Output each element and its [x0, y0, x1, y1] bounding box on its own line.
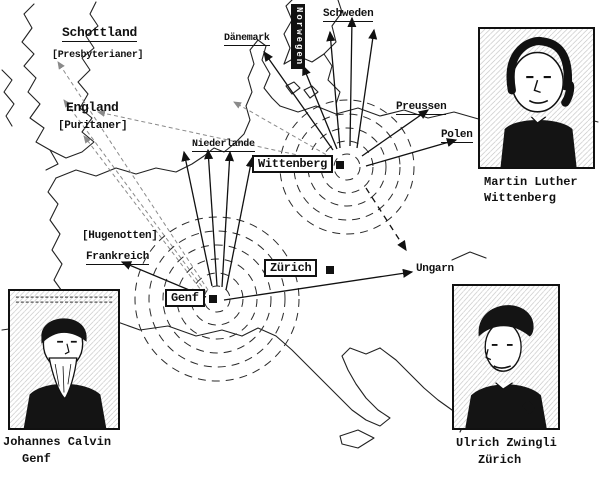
region-label-england: England [66, 100, 119, 115]
region-label-daenemark: Dänemark [224, 33, 270, 46]
region-label-hugenotten: [Hugenotten] [82, 230, 158, 242]
calvin-portrait-image [10, 291, 118, 428]
region-label-preussen: Preussen [396, 101, 447, 116]
zwingli-portrait-image [454, 286, 558, 428]
center-label-wittenberg: Wittenberg [252, 155, 334, 174]
region-label-norwegen: Norwegen [291, 4, 305, 70]
europe-coastline [1, 0, 599, 449]
region-label-frankreich: Frankreich [86, 251, 149, 266]
region-label-puritaner: [Puritaner] [58, 120, 128, 132]
luther-caption-place: Wittenberg [484, 191, 557, 205]
luther-portrait-image [480, 29, 593, 167]
genf-arrows [57, 61, 414, 301]
zwingli-caption-place: Zürich [478, 453, 522, 467]
wittenberg-city-marker [336, 161, 344, 169]
calvin-portrait-frame [8, 289, 120, 430]
wittenberg-arrows [97, 16, 458, 252]
region-label-niederlande: Niederlande [192, 139, 255, 152]
calvin-caption-place: Genf [22, 452, 51, 466]
zwingli-portrait-frame [452, 284, 560, 430]
luther-caption-name: Martin Luther [484, 175, 578, 189]
luther-portrait-frame [478, 27, 595, 169]
region-label-ungarn: Ungarn [416, 263, 454, 275]
region-label-presbyterianer: [Presbyterianer] [52, 50, 144, 61]
calvin-caption-name: Johannes Calvin [3, 435, 112, 449]
region-label-schweden: Schweden [323, 8, 374, 23]
zuerich-city-marker [326, 266, 334, 274]
center-label-zuerich: Zürich [264, 259, 318, 278]
zwingli-caption-name: Ulrich Zwingli [456, 436, 557, 450]
center-label-genf: Genf [165, 289, 205, 308]
genf-city-marker [209, 295, 217, 303]
region-label-polen: Polen [441, 129, 473, 144]
region-label-schottland: Schottland [62, 25, 137, 43]
genf-radiation-circles [134, 216, 300, 382]
